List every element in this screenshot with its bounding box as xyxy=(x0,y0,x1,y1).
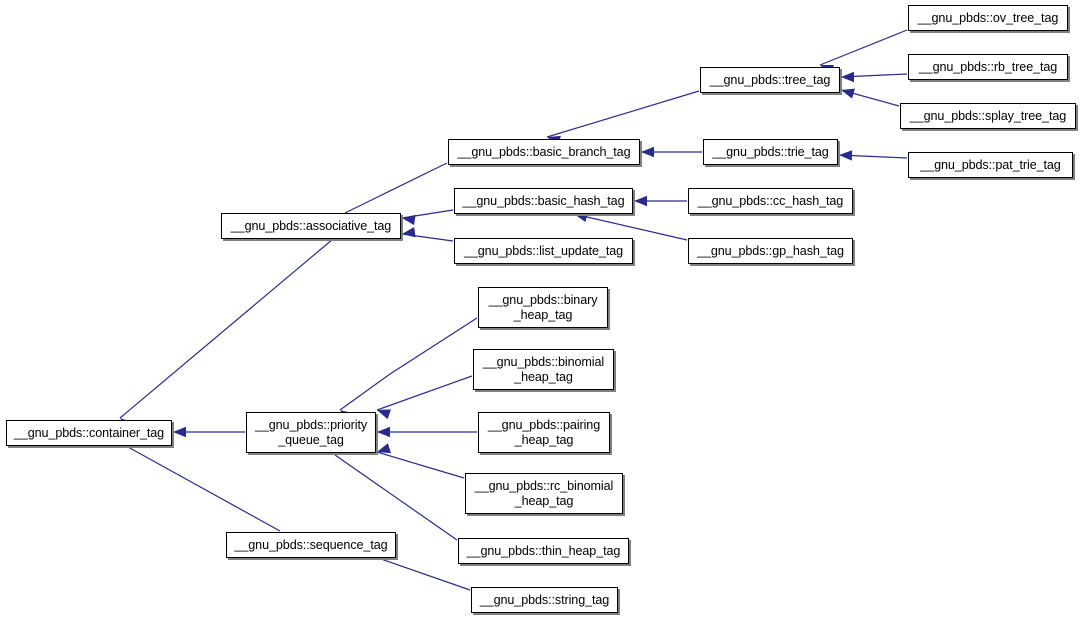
arrowhead xyxy=(641,146,654,158)
node-label: __gnu_pbds::cc_hash_tag xyxy=(697,193,844,208)
node-pairing_heap_tag[interactable]: __gnu_pbds::pairing _heap_tag xyxy=(478,412,610,453)
node-label: __gnu_pbds::basic_hash_tag xyxy=(462,193,625,208)
arrowhead xyxy=(377,426,390,438)
node-label: __gnu_pbds::ov_tree_tag xyxy=(917,10,1059,25)
arrowhead xyxy=(841,88,855,99)
node-label: __gnu_pbds::trie_tag xyxy=(712,144,829,159)
node-binomial_heap_tag[interactable]: __gnu_pbds::binomial _heap_tag xyxy=(473,349,614,390)
node-associative_tag[interactable]: __gnu_pbds::associative_tag xyxy=(221,213,401,239)
arrowhead xyxy=(402,227,416,238)
node-label: __gnu_pbds::pairing _heap_tag xyxy=(487,417,601,447)
edge-binomial_heap_tag-to-priority_queue_tag xyxy=(376,375,473,420)
node-container_tag[interactable]: __gnu_pbds::container_tag xyxy=(6,420,172,446)
node-label: __gnu_pbds::container_tag xyxy=(13,425,165,440)
node-basic_hash_tag[interactable]: __gnu_pbds::basic_hash_tag xyxy=(454,188,633,214)
arrowhead xyxy=(377,409,391,420)
edge-pat_trie_tag-to-trie_tag xyxy=(838,150,908,161)
node-label: __gnu_pbds::rb_tree_tag xyxy=(918,59,1058,74)
edge-priority_queue_tag-to-container_tag xyxy=(173,426,245,438)
node-tree_tag[interactable]: __gnu_pbds::tree_tag xyxy=(700,67,840,93)
node-pat_trie_tag[interactable]: __gnu_pbds::pat_trie_tag xyxy=(908,152,1073,178)
node-label: __gnu_pbds::basic_branch_tag xyxy=(457,144,631,159)
edge-tree_tag-to-basic_branch_tag xyxy=(546,90,700,146)
node-label: __gnu_pbds::gp_hash_tag xyxy=(697,243,844,258)
node-label: __gnu_pbds::associative_tag xyxy=(230,218,392,233)
node-cc_hash_tag[interactable]: __gnu_pbds::cc_hash_tag xyxy=(688,188,853,214)
node-label: __gnu_pbds::sequence_tag xyxy=(234,537,388,552)
node-priority_queue_tag[interactable]: __gnu_pbds::priority _queue_tag xyxy=(246,412,376,453)
arrowhead xyxy=(634,195,647,207)
edge-splay_tree_tag-to-tree_tag xyxy=(840,88,900,107)
node-splay_tree_tag[interactable]: __gnu_pbds::splay_tree_tag xyxy=(900,103,1076,129)
node-rb_tree_tag[interactable]: __gnu_pbds::rb_tree_tag xyxy=(908,54,1068,80)
node-trie_tag[interactable]: __gnu_pbds::trie_tag xyxy=(703,139,838,165)
node-label: __gnu_pbds::splay_tree_tag xyxy=(909,108,1067,123)
edge-list_update_tag-to-associative_tag xyxy=(401,227,454,242)
edge-associative_tag-to-container_tag xyxy=(119,238,334,431)
node-label: __gnu_pbds::pat_trie_tag xyxy=(920,157,1061,172)
edge-cc_hash_tag-to-basic_hash_tag xyxy=(634,195,687,207)
node-label: __gnu_pbds::string_tag xyxy=(479,592,610,607)
arrowhead xyxy=(841,71,854,83)
node-ov_tree_tag[interactable]: __gnu_pbds::ov_tree_tag xyxy=(908,5,1068,31)
arrowhead xyxy=(377,443,391,454)
edge-pairing_heap_tag-to-priority_queue_tag xyxy=(377,426,477,438)
arrowhead xyxy=(839,150,853,161)
edge-trie_tag-to-basic_branch_tag xyxy=(641,146,702,158)
edge-binary_heap_tag-to-priority_queue_tag xyxy=(339,317,478,422)
arrowhead xyxy=(402,214,416,226)
node-sequence_tag[interactable]: __gnu_pbds::sequence_tag xyxy=(226,532,396,558)
edge-thin_heap_tag-to-priority_queue_tag xyxy=(334,443,458,541)
node-thin_heap_tag[interactable]: __gnu_pbds::thin_heap_tag xyxy=(458,538,629,564)
node-label: __gnu_pbds::binary _heap_tag xyxy=(488,292,598,322)
node-list_update_tag[interactable]: __gnu_pbds::list_update_tag xyxy=(454,238,633,264)
arrowhead xyxy=(173,426,186,438)
node-label: __gnu_pbds::thin_heap_tag xyxy=(466,543,621,558)
node-basic_branch_tag[interactable]: __gnu_pbds::basic_branch_tag xyxy=(448,139,640,165)
edge-gp_hash_tag-to-basic_hash_tag xyxy=(573,211,688,241)
node-string_tag[interactable]: __gnu_pbds::string_tag xyxy=(471,587,618,613)
node-label: __gnu_pbds::binomial _heap_tag xyxy=(482,354,605,384)
node-label: __gnu_pbds::priority _queue_tag xyxy=(254,417,368,447)
node-label: __gnu_pbds::tree_tag xyxy=(709,72,831,87)
edge-basic_hash_tag-to-associative_tag xyxy=(401,209,454,226)
node-gp_hash_tag[interactable]: __gnu_pbds::gp_hash_tag xyxy=(688,238,853,264)
node-binary_heap_tag[interactable]: __gnu_pbds::binary _heap_tag xyxy=(478,287,608,328)
edge-rb_tree_tag-to-tree_tag xyxy=(840,71,908,83)
node-label: __gnu_pbds::rc_binomial _heap_tag xyxy=(474,478,614,508)
node-label: __gnu_pbds::list_update_tag xyxy=(463,243,624,258)
node-rc_binomial_heap_tag[interactable]: __gnu_pbds::rc_binomial _heap_tag xyxy=(465,473,623,514)
edge-rc_binomial_heap_tag-to-priority_queue_tag xyxy=(376,443,465,479)
